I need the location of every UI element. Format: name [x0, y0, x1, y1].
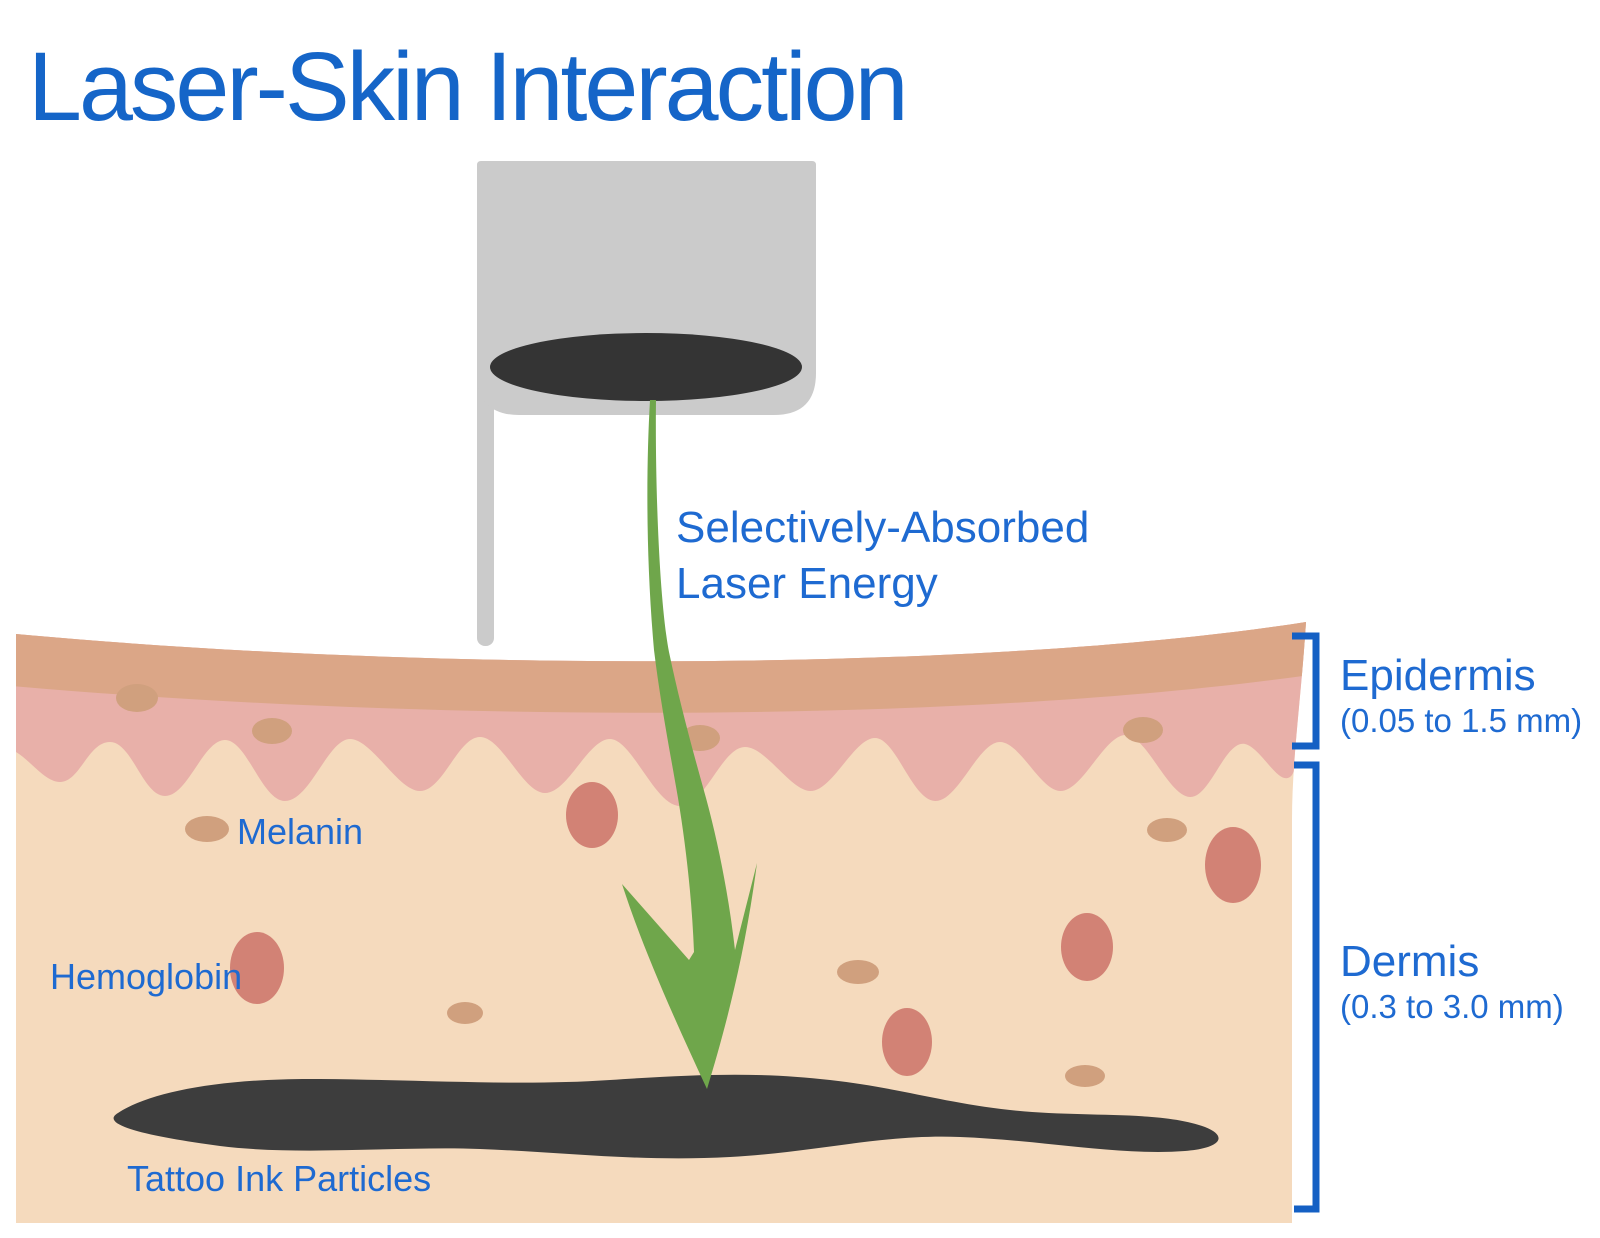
melanin-granule — [447, 1002, 483, 1024]
epidermis-bracket — [1292, 632, 1320, 750]
dermis-name: Dermis — [1340, 937, 1480, 986]
hemoglobin-cells — [230, 782, 1261, 1076]
depth-brackets — [1292, 632, 1320, 1213]
dermis-annotation: Dermis (0.3 to 3.0 mm) — [1340, 938, 1564, 1026]
melanin-granule — [1147, 818, 1187, 842]
dermis-depth-range: (0.3 to 3.0 mm) — [1340, 988, 1564, 1025]
melanin-granule — [1123, 717, 1163, 743]
melanin-granule — [837, 960, 879, 984]
laser-beam-arrow — [622, 400, 757, 1089]
hemoglobin-cell — [882, 1008, 932, 1076]
epidermis-name: Epidermis — [1340, 651, 1536, 700]
dermis-bracket — [1294, 761, 1320, 1213]
beam-label: Selectively-Absorbed Laser Energy — [676, 500, 1089, 612]
melanin-granule — [116, 684, 158, 712]
melanin-granule — [185, 816, 229, 842]
beam-label-line1: Selectively-Absorbed — [676, 503, 1090, 552]
hemoglobin-cell — [1205, 827, 1261, 903]
hemoglobin-cell — [230, 932, 284, 1004]
beam-label-line2: Laser Energy — [676, 559, 938, 608]
hemoglobin-cell — [566, 782, 618, 848]
tattoo-ink-label: Tattoo Ink Particles — [127, 1158, 432, 1199]
dermis-layer — [16, 622, 1306, 1223]
epidermis-annotation: Epidermis (0.05 to 1.5 mm) — [1340, 652, 1582, 740]
epidermis-depth-range: (0.05 to 1.5 mm) — [1340, 702, 1583, 739]
hemoglobin-cell — [1061, 913, 1113, 981]
melanin-granules — [116, 684, 1187, 1087]
melanin-granule — [252, 718, 292, 744]
page-title: Laser-Skin Interaction — [28, 32, 909, 141]
hemoglobin-label: Hemoglobin — [50, 956, 243, 997]
laser-handpiece — [477, 161, 816, 646]
handpiece-guide-rod — [477, 360, 494, 646]
tattoo-ink-blob — [113, 1074, 1219, 1159]
handpiece-lens — [490, 333, 802, 401]
melanin-label: Melanin — [237, 811, 364, 852]
melanin-granule — [1065, 1065, 1105, 1087]
